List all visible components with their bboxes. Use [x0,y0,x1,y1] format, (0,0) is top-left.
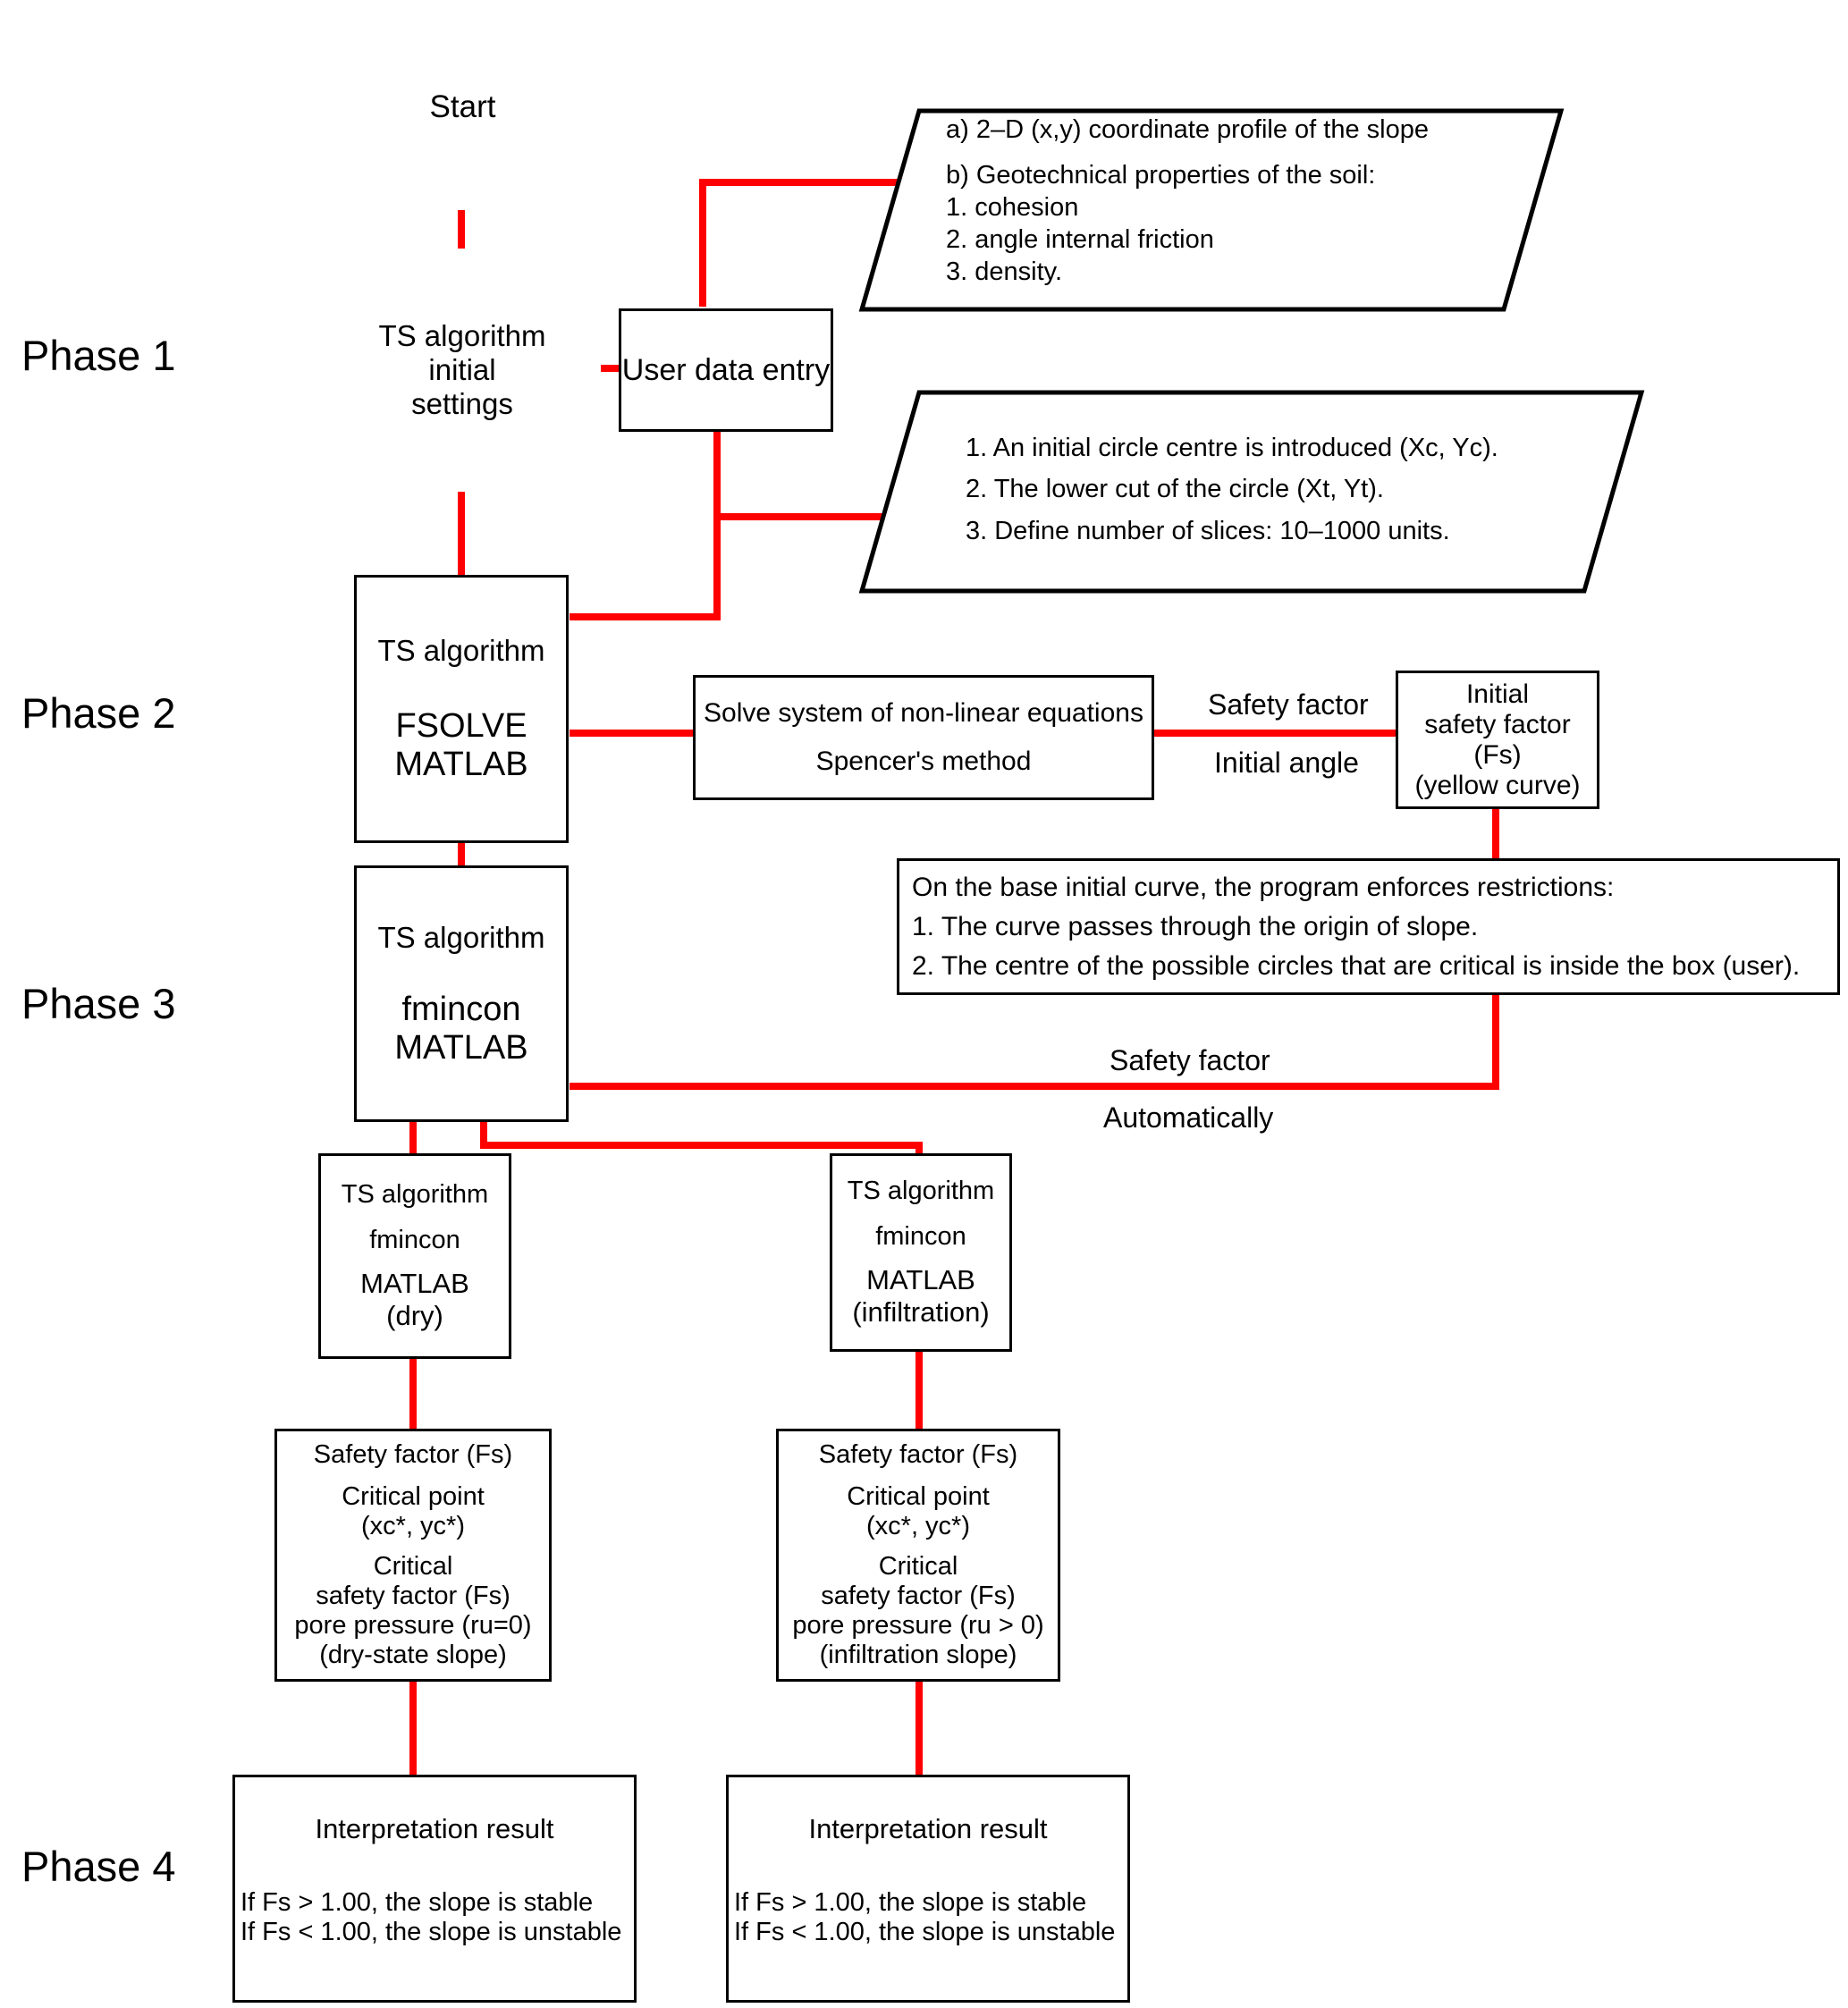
phase-label-2: Phase 2 [21,689,176,737]
user-data-entry-node[interactable]: User data entry [619,308,833,432]
input-a-shape [858,108,1565,312]
ts-fmincon-line-3: MATLAB [394,1028,528,1067]
result-inf-line-3: (xc*, yc*) [866,1512,970,1540]
ts-initial-settings-node: TS algorithm initial settings [324,249,601,492]
input-a-line-4: 2. angle internal friction [946,224,1214,254]
ts-fmincon-inf-line-4: (infiltration) [852,1296,990,1328]
result-inf-line-1: Safety factor (Fs) [818,1440,1018,1469]
user-data-entry-label: User data entry [621,352,831,387]
interpretation-inf-line-3: If Fs < 1.00, the slope is unstable [734,1918,1116,1946]
ts-fmincon-inf-line-3: MATLAB [866,1264,975,1295]
input-b-line-1: 1. An initial circle centre is introduce… [966,434,1498,462]
ts-fmincon-inf-line-2: fmincon [875,1222,966,1251]
input-b-line-3: 3. Define number of slices: 10–1000 unit… [966,516,1450,545]
interpretation-dry-line-2: If Fs > 1.00, the slope is stable [240,1888,594,1917]
edge-label-initial-angle: Initial angle [1209,747,1364,780]
result-dry-line-4: Critical [373,1552,453,1581]
interpretation-dry-line-1: Interpretation result [315,1813,554,1844]
ts-fmincon-line-1: TS algorithm [377,920,545,954]
ts-fmincon-dry-line-1: TS algorithm [341,1180,489,1209]
result-dry-node: Safety factor (Fs) Critical point (xc*, … [274,1429,552,1682]
result-inf-line-4: Critical [878,1552,958,1581]
interpretation-inf-line-2: If Fs > 1.00, the slope is stable [734,1888,1087,1917]
restrictions-line-3: 2. The centre of the possible circles th… [912,950,1801,981]
restrictions-line-1: On the base initial curve, the program e… [912,872,1615,902]
input-b-text: 1. An initial circle centre is introduce… [966,427,1591,552]
edge-label-safety-factor-1: Safety factor [1202,688,1374,721]
result-dry-line-2: Critical point [342,1482,485,1511]
ts-fmincon-dry-line-4: (dry) [386,1300,443,1331]
result-inf-line-6: pore pressure (ru > 0) [792,1611,1044,1640]
ts-initial-line-1: TS algorithm [378,319,546,352]
ts-initial-line-2: initial [428,353,496,386]
interpretation-infiltration-node: Interpretation result If Fs > 1.00, the … [726,1775,1130,2003]
ts-fsolve-node: TS algorithm FSOLVE MATLAB [354,575,569,843]
initial-fs-line-2: safety factor (Fs) [1424,709,1571,770]
input-a-line-1: a) 2–D (x,y) coordinate profile of the s… [946,115,1429,144]
result-inf-line-2: Critical point [847,1482,990,1511]
edge-label-automatically: Automatically [1098,1101,1279,1135]
input-a-line-3: 1. cohesion [946,192,1079,222]
initial-safety-factor-node: Initial safety factor (Fs) (yellow curve… [1396,671,1599,809]
result-inf-line-5: safety factor (Fs) [821,1582,1016,1610]
input-b-line-2: 2. The lower cut of the circle (Xt, Yt). [966,475,1384,504]
interpretation-dry-node: Interpretation result If Fs > 1.00, the … [232,1775,637,2003]
edge-restrictions-to-fmincon [570,995,1499,1090]
ts-fsolve-line-1: TS algorithm [377,634,545,667]
ts-fmincon-line-2: fmincon [401,990,521,1028]
ts-initial-line-3: settings [411,387,513,420]
restrictions-node: On the base initial curve, the program e… [897,858,1840,995]
result-dry-line-5: safety factor (Fs) [316,1582,511,1610]
ts-fmincon-infiltration-node: TS algorithm fmincon MATLAB (infiltratio… [830,1153,1012,1352]
phase-label-3: Phase 3 [21,980,176,1027]
solve-system-line-2: Spencer's method [815,747,1032,776]
result-dry-line-7: (dry-state slope) [319,1641,507,1669]
solve-system-node: Solve system of non-linear equations Spe… [693,675,1154,800]
solve-system-line-1: Solve system of non-linear equations [704,698,1143,728]
start-label: Start [429,89,496,124]
phase-label-1: Phase 1 [21,332,176,379]
result-dry-line-6: pore pressure (ru=0) [294,1611,532,1640]
interpretation-inf-line-1: Interpretation result [808,1813,1048,1844]
ts-fsolve-line-3: MATLAB [394,746,528,783]
edge-fmincon-to-infiltration [480,1122,923,1153]
result-infiltration-node: Safety factor (Fs) Critical point (xc*, … [776,1429,1060,1682]
ts-fmincon-node: TS algorithm fmincon MATLAB [354,865,569,1122]
ts-fmincon-dry-line-3: MATLAB [360,1268,469,1299]
interpretation-dry-line-3: If Fs < 1.00, the slope is unstable [240,1918,622,1946]
restrictions-line-2: 1. The curve passes through the origin o… [912,911,1479,941]
initial-fs-line-1: Initial [1465,679,1530,709]
input-a-text: a) 2–D (x,y) coordinate profile of the s… [946,114,1518,289]
ts-fmincon-dry-line-2: fmincon [369,1226,460,1254]
edge-label-safety-factor-2: Safety factor [1104,1044,1276,1077]
ts-fmincon-dry-node: TS algorithm fmincon MATLAB (dry) [318,1153,511,1359]
result-dry-line-1: Safety factor (Fs) [313,1440,513,1469]
ts-fsolve-line-2: FSOLVE [395,707,527,745]
phase-label-4: Phase 4 [21,1843,176,1890]
ts-fmincon-inf-line-1: TS algorithm [847,1177,995,1205]
result-inf-line-7: (infiltration slope) [819,1641,1017,1669]
input-a-line-5: 3. density. [946,257,1063,286]
start-node: Start [380,4,545,210]
input-b-shape [858,390,1645,594]
input-a-line-2: b) Geotechnical properties of the soil: [946,161,1376,190]
result-dry-line-3: (xc*, yc*) [361,1512,465,1540]
initial-fs-line-3: (yellow curve) [1414,770,1581,800]
